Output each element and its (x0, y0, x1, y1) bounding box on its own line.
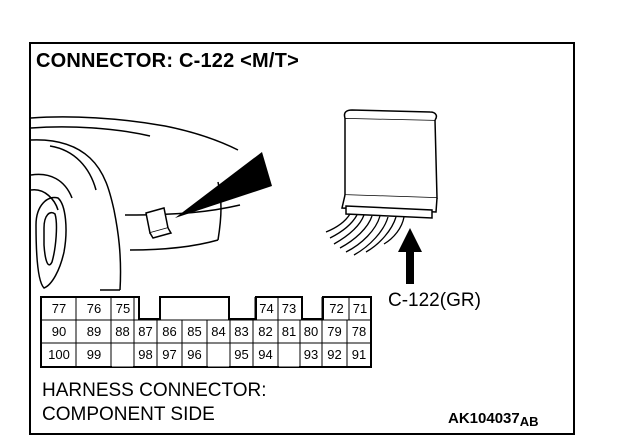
harness-wires (325, 213, 405, 256)
dashboard-connector-icon (145, 207, 173, 239)
pin-87: 87 (138, 324, 153, 339)
pin-91: 91 (351, 347, 367, 362)
pin-77: 77 (51, 301, 67, 316)
pin-83: 83 (234, 324, 249, 339)
pin-86: 86 (162, 324, 177, 339)
pin-82: 82 (258, 324, 273, 339)
connector-label: C-122(GR) (388, 290, 481, 311)
pin-92: 92 (327, 347, 342, 362)
callout-pointer (175, 152, 272, 218)
connector-grid (41, 297, 371, 367)
figure-code: AK104037AB (448, 410, 539, 429)
dashboard-illustration (30, 116, 241, 291)
diagram-frame (29, 42, 575, 435)
pin-75: 75 (115, 301, 131, 316)
pin-72: 72 (329, 301, 344, 316)
pin-90: 90 (51, 324, 67, 339)
pin-93: 93 (303, 347, 319, 362)
pin-79: 79 (327, 324, 342, 339)
pin-85: 85 (187, 324, 202, 339)
pin-80: 80 (303, 324, 319, 339)
figure-code-main: AK104037 (448, 410, 520, 427)
pin-98: 98 (138, 347, 153, 362)
pin-78: 78 (351, 324, 367, 339)
component-relay (341, 109, 438, 219)
pin-99: 99 (86, 347, 102, 362)
connector-gaps (112, 344, 299, 367)
pin-94: 94 (258, 347, 273, 362)
arrow-up-icon (398, 228, 422, 284)
pin-73: 73 (281, 301, 297, 316)
pin-96: 96 (187, 347, 202, 362)
caption-line-1: HARNESS CONNECTOR: (42, 380, 267, 401)
caption-line-2: COMPONENT SIDE (42, 404, 215, 425)
pin-95: 95 (234, 347, 249, 362)
diagram-title: CONNECTOR: C-122 <M/T> (36, 50, 299, 72)
pin-89: 89 (86, 324, 102, 339)
pin-84: 84 (211, 324, 226, 339)
pin-100: 100 (48, 347, 70, 362)
pin-88: 88 (115, 324, 130, 339)
pin-74: 74 (259, 301, 274, 316)
figure-code-suffix: AB (519, 414, 539, 429)
pin-97: 97 (162, 347, 177, 362)
pin-81: 81 (281, 324, 297, 339)
pin-76: 76 (86, 301, 102, 316)
pin-71: 71 (352, 301, 368, 316)
